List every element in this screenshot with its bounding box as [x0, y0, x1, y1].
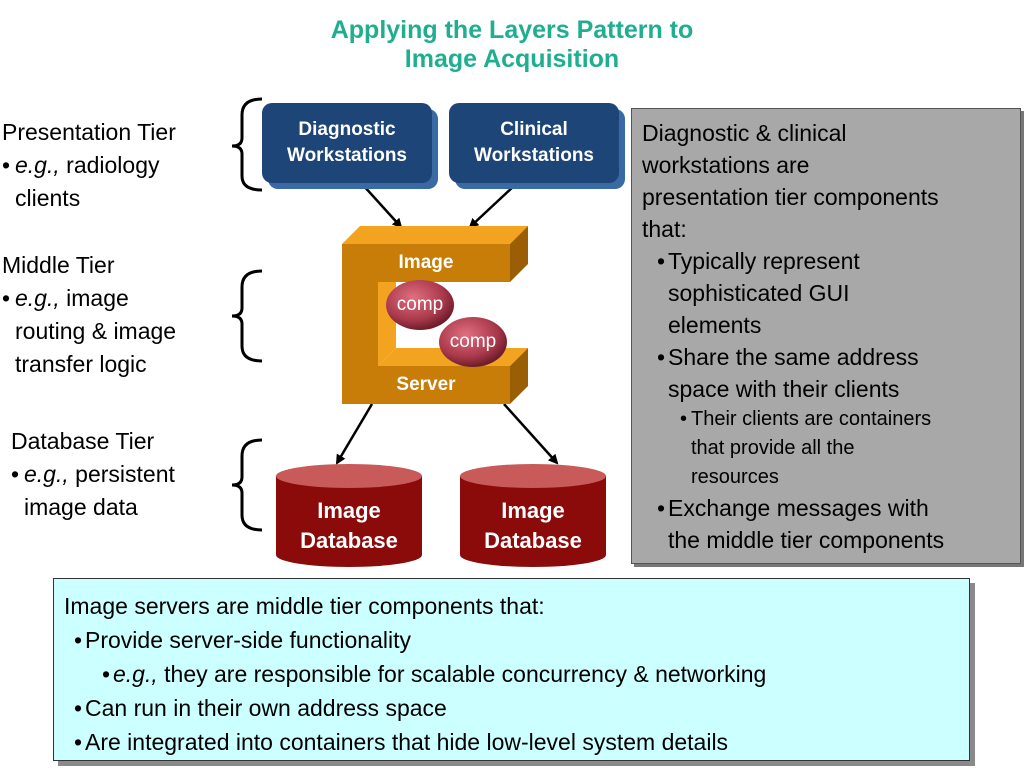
gray-intro-4: that:	[642, 216, 687, 242]
comp-ellipse-1	[386, 280, 454, 330]
eg-text: e.g.,	[15, 285, 60, 311]
database-tier-heading: Database Tier	[11, 428, 155, 454]
middle-tier-brace	[231, 269, 263, 363]
database-2-line1: Image	[501, 498, 565, 523]
gray-bullet-2a: Share the same address	[668, 344, 919, 370]
middle-tier-example: image	[66, 285, 129, 311]
presentation-tier-notes: Diagnostic & clinical workstations are p…	[631, 108, 1021, 564]
bullet: •	[657, 495, 666, 521]
database-tier-example-cont: image data	[24, 494, 138, 520]
comp-label-1: comp	[396, 294, 444, 315]
eg-text: e.g.,	[113, 661, 158, 687]
gray-intro-2: workstations are	[642, 152, 810, 178]
presentation-tier-label: Presentation Tier • e.g., radiology clie…	[2, 116, 176, 215]
arrow-diagnostic-to-server	[362, 184, 403, 229]
gray-intro-3: presentation tier components	[642, 184, 939, 210]
eg-text: e.g.,	[24, 461, 69, 487]
presentation-tier-heading: Presentation Tier	[2, 119, 176, 145]
middle-tier-example-cont2: transfer logic	[15, 351, 147, 377]
presentation-tier-example: radiology	[66, 152, 160, 178]
database-tier-example: persistent	[75, 461, 175, 487]
gray-bullet-1b: sophisticated GUI	[668, 280, 850, 306]
gray-sub-bullet-c: resources	[691, 466, 779, 488]
bullet: •	[2, 285, 11, 311]
presentation-tier-example-cont: clients	[15, 185, 81, 211]
title-line-1: Applying the Layers Pattern to	[330, 16, 694, 44]
title-line-2: Image Acquisition	[404, 45, 620, 73]
cyan-intro: Image servers are middle tier components…	[64, 593, 545, 619]
database-2-label: Image Database	[460, 496, 606, 556]
comp-ellipse-2	[439, 317, 507, 367]
image-database-1	[276, 464, 422, 567]
presentation-tier-brace	[231, 97, 263, 192]
bullet: •	[102, 661, 111, 687]
arrow-server-to-db1	[335, 403, 374, 465]
gray-bullet-3b: the middle tier components	[668, 527, 945, 553]
gray-bullet-2b: space with their clients	[668, 376, 900, 402]
comp-label-2: comp	[449, 331, 497, 352]
database-tier-label: Database Tier • e.g., persistent image d…	[11, 425, 175, 524]
bullet: •	[657, 344, 666, 370]
database-tier-brace	[231, 438, 263, 532]
gray-intro-1: Diagnostic & clinical	[642, 120, 847, 146]
database-1-label: Image Database	[276, 496, 422, 556]
middle-tier-notes: Image servers are middle tier components…	[53, 578, 970, 761]
database-1-line1: Image	[317, 498, 381, 523]
bullet: •	[74, 695, 83, 721]
gray-sub-bullet-a: Their clients are containers	[691, 408, 932, 430]
middle-tier-heading: Middle Tier	[2, 252, 115, 278]
cyan-bullet-1: Provide server-side functionality	[85, 627, 411, 653]
bullet: •	[2, 152, 11, 178]
clinical-workstations-line1: Clinical	[500, 119, 568, 140]
bullet: •	[657, 248, 666, 274]
gray-sub-bullet-b: that provide all the	[691, 437, 855, 459]
clinical-workstations-line2: Workstations	[473, 145, 594, 166]
diagnostic-workstations-line2: Workstations	[286, 145, 407, 166]
middle-tier-example-cont: routing & image	[15, 318, 177, 344]
bullet: •	[74, 729, 83, 755]
bullet: •	[74, 627, 83, 653]
arrow-server-to-db2	[503, 403, 559, 465]
image-database-2	[460, 464, 606, 567]
slide-title: Applying the Layers Pattern to Image Acq…	[0, 16, 1024, 74]
arrow-clinical-to-server	[468, 184, 516, 229]
database-2-line2: Database	[484, 528, 582, 553]
cyan-bullet-3: Are integrated into containers that hide…	[85, 729, 729, 755]
bullet: •	[680, 408, 688, 430]
cyan-bullet-2: Can run in their own address space	[85, 695, 447, 721]
gray-bullet-1c: elements	[668, 312, 762, 338]
middle-tier-label: Middle Tier • e.g., image routing & imag…	[2, 249, 176, 381]
cyan-sub-bullet: they are responsible for scalable concur…	[164, 661, 767, 687]
eg-text: e.g.,	[15, 152, 60, 178]
gray-bullet-1a: Typically represent	[668, 248, 860, 274]
bullet: •	[11, 461, 20, 487]
database-1-line2: Database	[300, 528, 398, 553]
server-bottom-label: Server	[396, 374, 456, 395]
clinical-workstations: Clinical Workstations	[449, 103, 619, 183]
diagnostic-workstations: Diagnostic Workstations	[262, 103, 432, 183]
server-top-label: Image	[398, 252, 454, 273]
diagnostic-workstations-line1: Diagnostic	[298, 119, 396, 140]
gray-bullet-3a: Exchange messages with	[668, 495, 929, 521]
